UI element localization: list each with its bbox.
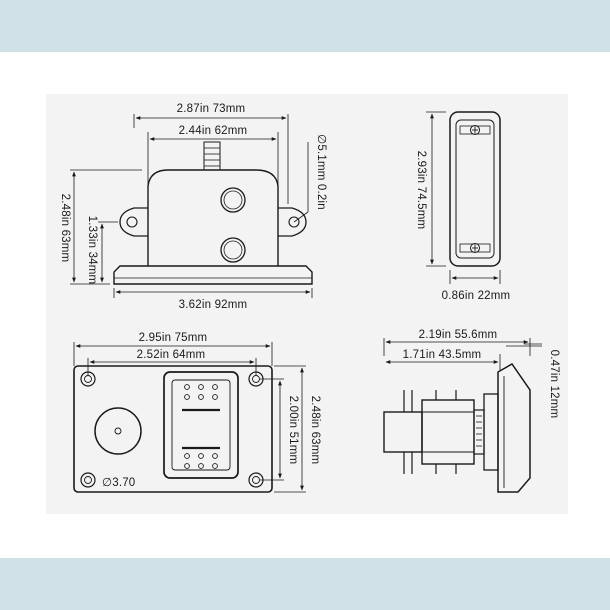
panel-width-overall: 2.95in 75mm (139, 332, 208, 344)
panel-height-overall: 2.48in 63mm (309, 396, 321, 465)
depth-overall: 2.19in 55.6mm (419, 329, 498, 341)
front-view (70, 114, 313, 298)
top-band (0, 0, 610, 52)
front-width-housing: 2.44in 62mm (179, 125, 248, 137)
depth-view (383, 338, 542, 493)
front-base-width: 3.62in 92mm (179, 299, 248, 311)
front-hole-callout: ∅5.1mm 0.2in (315, 134, 327, 210)
panel-view (73, 342, 306, 493)
depth-plate-thickness: 0.47in 12mm (548, 350, 560, 419)
side-view (426, 111, 501, 284)
panel-hole-dia: ∅3.70 (102, 477, 135, 489)
depth-body: 1.71in 43.5mm (403, 349, 482, 361)
side-height: 2.93in 74.5mm (415, 151, 427, 230)
drawing-sheet: 2.87in 73mm 2.44in 62mm 3.62in 92mm 2.48… (46, 94, 568, 514)
front-height-base: 1.33in 34mm (86, 216, 98, 285)
front-height-overall: 2.48in 63mm (59, 194, 71, 263)
bottom-band (0, 558, 610, 610)
side-width: 0.86in 22mm (442, 290, 511, 302)
panel-width-holes: 2.52in 64mm (137, 349, 206, 361)
front-width-overall: 2.87in 73mm (177, 103, 246, 115)
panel-height-holes: 2.00in 51mm (287, 396, 299, 465)
